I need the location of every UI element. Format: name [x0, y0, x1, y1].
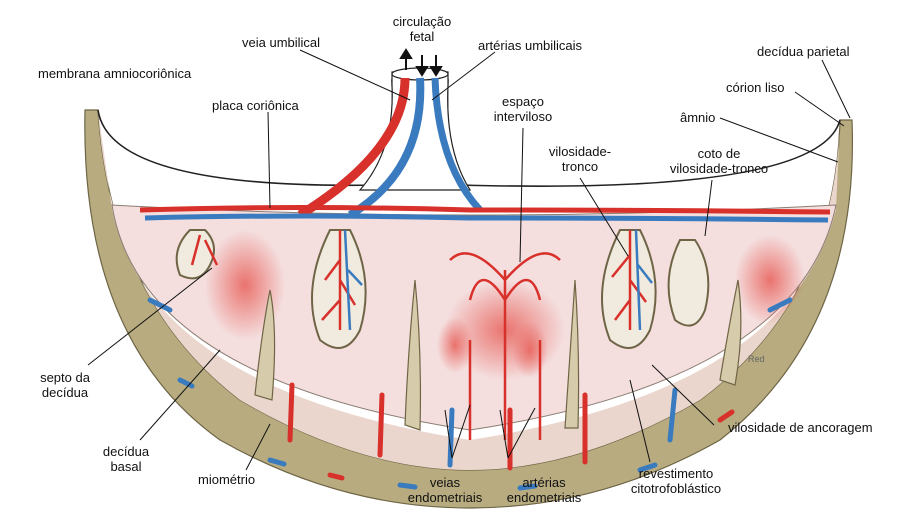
label-miometrio: miométrio [198, 472, 255, 487]
label-septo-decidua: septo da decídua [30, 370, 100, 400]
label-vilosidade-tronco: vilosidade- tronco [532, 144, 628, 174]
label-veias-endometriais: veias endometriais [400, 475, 490, 505]
label-corion-liso: córion liso [726, 80, 785, 95]
label-revestimento-citotrofoblastico: revestimento citotrofoblástico [616, 466, 736, 496]
label-circulacao-fetal: circulação fetal [385, 14, 459, 44]
label-decidua-parietal: decídua parietal [757, 44, 850, 59]
label-coto-vilosidade-tronco: coto de vilosidade-tronco [660, 146, 778, 176]
label-membrana-amniocorionica: membrana amniocoriônica [38, 66, 191, 81]
label-placa-corionica: placa coriônica [212, 98, 299, 113]
label-amnio: âmnio [680, 110, 715, 125]
label-espaco-interviloso: espaço interviloso [478, 94, 568, 124]
label-arterias-umbilicais: artérias umbilicais [478, 38, 582, 53]
label-vilosidade-ancoragem: vilosidade de ancoragem [728, 420, 873, 435]
artist-signature: Red [748, 352, 765, 367]
label-arterias-endometriais: artérias endometriais [496, 475, 592, 505]
label-veia-umbilical: veia umbilical [242, 35, 320, 50]
label-decidua-basal: decídua basal [96, 444, 156, 474]
